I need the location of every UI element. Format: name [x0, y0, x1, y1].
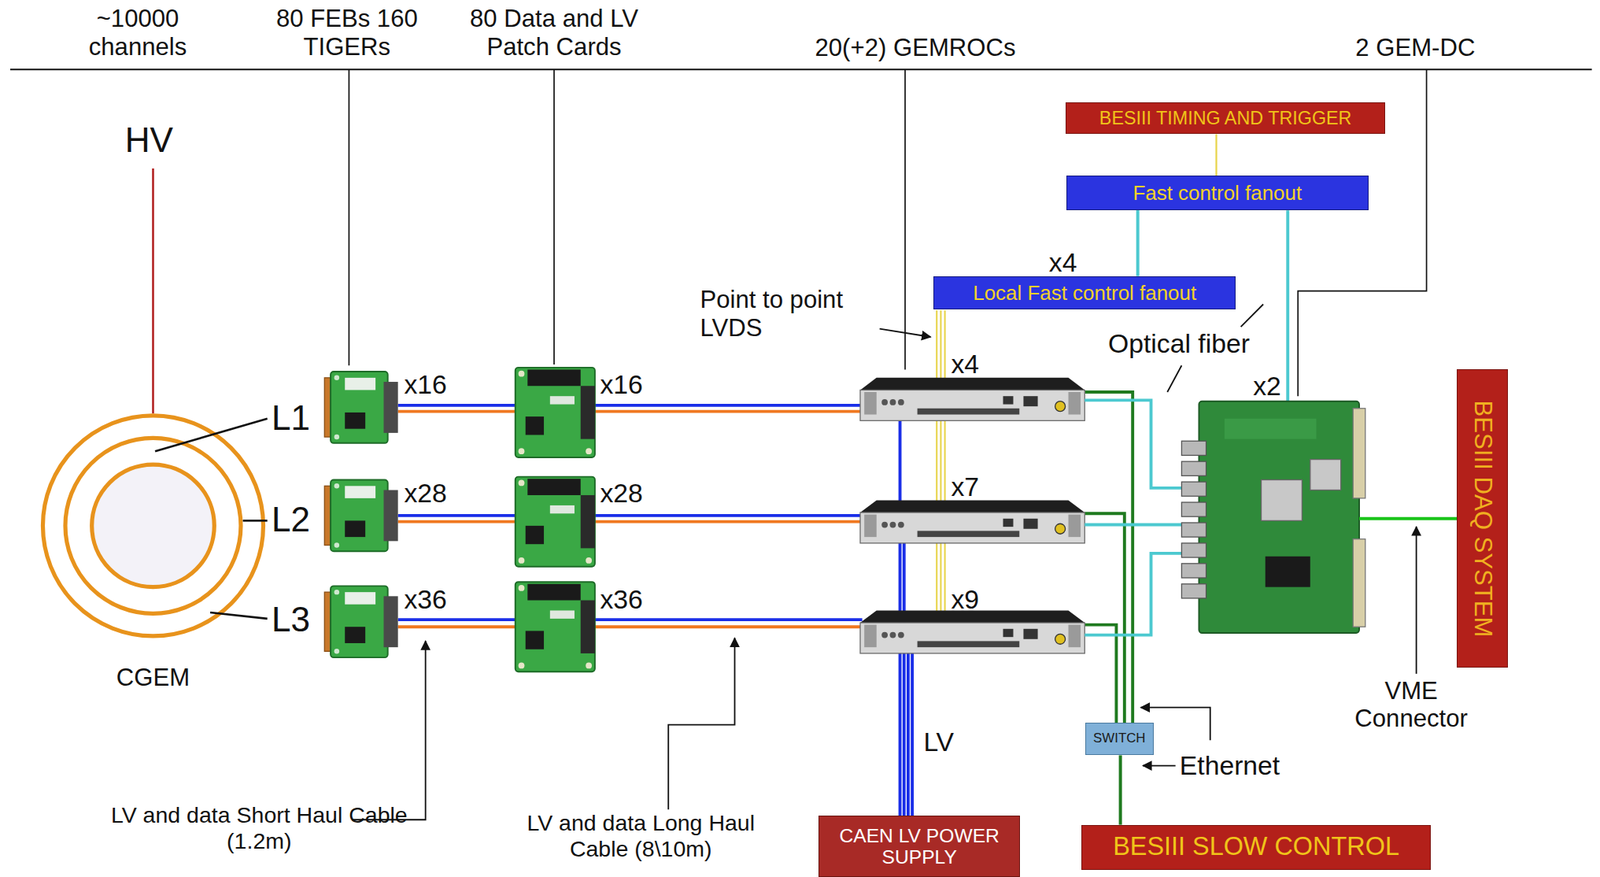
label-text: Point to point LVDS [699, 285, 879, 343]
timing-box: BESIII TIMING AND TRIGGER [1065, 102, 1386, 134]
label-text: x36 [599, 583, 643, 615]
node-text: Local Fast control fanout [972, 281, 1197, 305]
label-text: Ethernet [1179, 750, 1280, 781]
label-text: Optical fiber [1108, 328, 1250, 359]
label-text: x4 [1049, 247, 1078, 278]
label-text: LV [923, 726, 954, 758]
label-text: HV [125, 120, 174, 161]
power-supply-box: CAEN LV POWER SUPPLY [818, 815, 1020, 877]
label-text: 20(+2) GEMROCs [815, 33, 1017, 63]
label-text: L2 [271, 499, 311, 540]
label-text: x16 [599, 369, 643, 400]
connector [1136, 210, 1140, 277]
label-text: x7 [950, 471, 980, 503]
node-text: BESIII TIMING AND TRIGGER [1099, 108, 1353, 130]
label-text: 2 GEM-DC [1355, 33, 1475, 63]
label-text: x28 [599, 477, 643, 509]
connector [1215, 133, 1217, 176]
node-text: CAEN LV POWER SUPPLY [824, 824, 1014, 868]
node-text: BESIII SLOW CONTROL [1112, 832, 1400, 861]
label-text: L3 [271, 599, 311, 640]
label-text: x16 [403, 369, 447, 400]
slow-control-box: BESIII SLOW CONTROL [1081, 824, 1432, 870]
switch-box: SWITCH [1085, 722, 1154, 755]
node-text: SWITCH [1093, 731, 1146, 747]
node-text: Fast control fanout [1132, 181, 1302, 205]
label-text: x2 [1252, 370, 1282, 402]
label-text: x36 [403, 583, 447, 615]
label-text: L1 [271, 398, 311, 439]
label-text: x28 [403, 477, 447, 509]
connector [1119, 754, 1123, 825]
label-text: x9 [950, 583, 980, 615]
label-text: VME Connector [1334, 676, 1488, 734]
label-text: LV and data Long Haul Cable (8\10m) [508, 809, 774, 862]
label-text: LV and data Short Haul Cable (1.2m) [106, 801, 413, 854]
label-text: ~10000 channels [66, 4, 210, 62]
label-text: x4 [950, 348, 980, 380]
fanout-box: Fast control fanout [1066, 175, 1369, 211]
label-text: 80 Data and LV Patch Cards [444, 4, 665, 62]
daq-box: BESIII DAQ SYSTEM [1456, 369, 1508, 668]
label-text: 80 FEBs 160 TIGERs [270, 4, 424, 62]
label-text: CGEM [116, 663, 190, 692]
node-text: BESIII DAQ SYSTEM [1469, 399, 1497, 637]
local-fanout-box: Local Fast control fanout [933, 276, 1236, 311]
